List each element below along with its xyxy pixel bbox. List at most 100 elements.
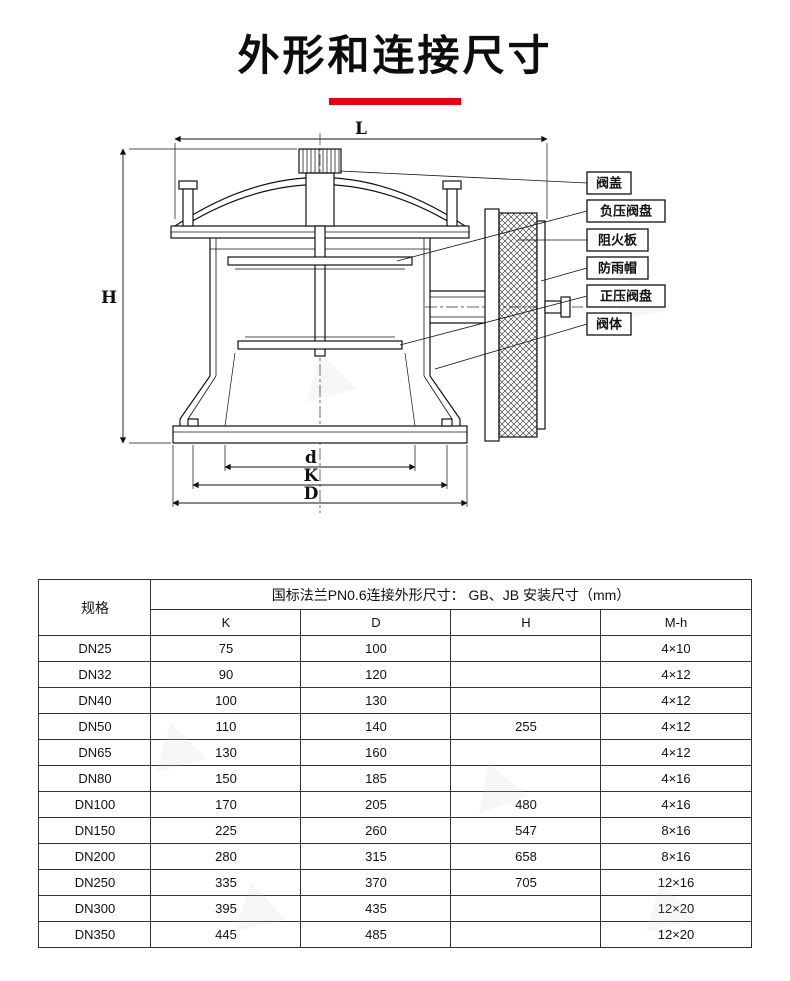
table-cell-d: 315 bbox=[300, 843, 452, 870]
table-cell-k: 75 bbox=[150, 635, 302, 662]
table-cell-mh: 12×16 bbox=[600, 869, 752, 896]
dimension-label-H: H bbox=[101, 288, 117, 308]
callout-box bbox=[586, 312, 632, 336]
callout-label-valve-cover: 阀盖 bbox=[596, 176, 622, 191]
table-cell-k: 445 bbox=[150, 921, 302, 948]
table-cell-h: 547 bbox=[450, 817, 602, 844]
callout-box bbox=[586, 256, 649, 280]
table-cell-k: 100 bbox=[150, 687, 302, 714]
table-cell-k: 150 bbox=[150, 765, 302, 792]
col-header-K: K bbox=[150, 609, 302, 636]
col-header-D: D bbox=[300, 609, 452, 636]
dimension-label-L: L bbox=[355, 121, 367, 139]
table-cell-h bbox=[450, 921, 602, 948]
callout-box bbox=[586, 228, 649, 252]
table-cell-spec: DN250 bbox=[38, 869, 152, 896]
table-cell-mh: 4×16 bbox=[600, 765, 752, 792]
table-cell-k: 170 bbox=[150, 791, 302, 818]
table-cell-spec: DN65 bbox=[38, 739, 152, 766]
table-cell-h bbox=[450, 895, 602, 922]
table-title-header: 国标法兰PN0.6连接外形尺寸： GB、JB 安装尺寸（mm） bbox=[150, 579, 752, 610]
dimension-label-K: K bbox=[304, 466, 320, 486]
table-cell-d: 185 bbox=[300, 765, 452, 792]
table-cell-spec: DN32 bbox=[38, 661, 152, 688]
drawing-area: L H d K D 阀盖 负压阀盘 阻火板 防雨帽 正压阀盘 阀体 bbox=[85, 121, 705, 523]
table-cell-d: 205 bbox=[300, 791, 452, 818]
table-cell-mh: 4×12 bbox=[600, 687, 752, 714]
col-header-M-h: M-h bbox=[600, 609, 752, 636]
table-cell-mh: 4×10 bbox=[600, 635, 752, 662]
table-cell-k: 395 bbox=[150, 895, 302, 922]
table-cell-h: 658 bbox=[450, 843, 602, 870]
callout-leaders bbox=[339, 170, 588, 370]
table-cell-d: 140 bbox=[300, 713, 452, 740]
table-cell-h: 480 bbox=[450, 791, 602, 818]
callout-label-negative-pressure-disc: 负压阀盘 bbox=[600, 204, 652, 219]
table-cell-mh: 12×20 bbox=[600, 921, 752, 948]
table-cell-h: 705 bbox=[450, 869, 602, 896]
table-cell-k: 280 bbox=[150, 843, 302, 870]
valve-outline bbox=[170, 148, 571, 444]
table-cell-d: 260 bbox=[300, 817, 452, 844]
callout-box bbox=[586, 199, 666, 223]
callout-box bbox=[586, 171, 632, 195]
table-cell-k: 130 bbox=[150, 739, 302, 766]
table-cell-d: 435 bbox=[300, 895, 452, 922]
table-cell-spec: DN100 bbox=[38, 791, 152, 818]
table-cell-h bbox=[450, 739, 602, 766]
table-cell-h: 255 bbox=[450, 713, 602, 740]
table-cell-d: 485 bbox=[300, 921, 452, 948]
table-cell-spec: DN350 bbox=[38, 921, 152, 948]
table-cell-mh: 4×12 bbox=[600, 739, 752, 766]
table-cell-mh: 8×16 bbox=[600, 817, 752, 844]
col-header-spec: 规格 bbox=[38, 579, 152, 636]
table-cell-mh: 12×20 bbox=[600, 895, 752, 922]
dimension-table: 规格 国标法兰PN0.6连接外形尺寸： GB、JB 安装尺寸（mm） K D H… bbox=[38, 579, 752, 948]
dimension-lines bbox=[119, 135, 548, 507]
table-cell-k: 335 bbox=[150, 869, 302, 896]
callout-label-flame-arrestor: 阻火板 bbox=[598, 233, 638, 248]
callout-label-valve-body: 阀体 bbox=[596, 317, 623, 332]
dimension-label-d: d bbox=[305, 448, 317, 468]
title-accent-bar bbox=[329, 98, 461, 105]
table-cell-spec: DN25 bbox=[38, 635, 152, 662]
callout-box bbox=[586, 284, 666, 308]
table-cell-h bbox=[450, 661, 602, 688]
table-cell-k: 90 bbox=[150, 661, 302, 688]
callout-label-rain-cap: 防雨帽 bbox=[598, 261, 637, 276]
table-cell-d: 130 bbox=[300, 687, 452, 714]
table-cell-mh: 4×12 bbox=[600, 713, 752, 740]
table-cell-mh: 4×12 bbox=[600, 661, 752, 688]
callout-label-positive-pressure-disc: 正压阀盘 bbox=[600, 289, 652, 304]
table-cell-h bbox=[450, 765, 602, 792]
table-cell-d: 120 bbox=[300, 661, 452, 688]
table-cell-k: 225 bbox=[150, 817, 302, 844]
table-cell-h bbox=[450, 687, 602, 714]
page-title: 外形和连接尺寸 bbox=[237, 32, 553, 79]
callout-labels: 阀盖 负压阀盘 阻火板 防雨帽 正压阀盘 阀体 bbox=[586, 171, 666, 336]
table-cell-spec: DN50 bbox=[38, 713, 152, 740]
table-cell-spec: DN300 bbox=[38, 895, 152, 922]
valve-technical-drawing: L H d K D 阀盖 负压阀盘 阻火板 防雨帽 正压阀盘 阀体 bbox=[101, 121, 666, 513]
table-cell-d: 100 bbox=[300, 635, 452, 662]
table-cell-k: 110 bbox=[150, 713, 302, 740]
table-cell-d: 370 bbox=[300, 869, 452, 896]
table-cell-mh: 8×16 bbox=[600, 843, 752, 870]
table-cell-spec: DN200 bbox=[38, 843, 152, 870]
table-cell-d: 160 bbox=[300, 739, 452, 766]
table-cell-spec: DN150 bbox=[38, 817, 152, 844]
table-cell-spec: DN40 bbox=[38, 687, 152, 714]
